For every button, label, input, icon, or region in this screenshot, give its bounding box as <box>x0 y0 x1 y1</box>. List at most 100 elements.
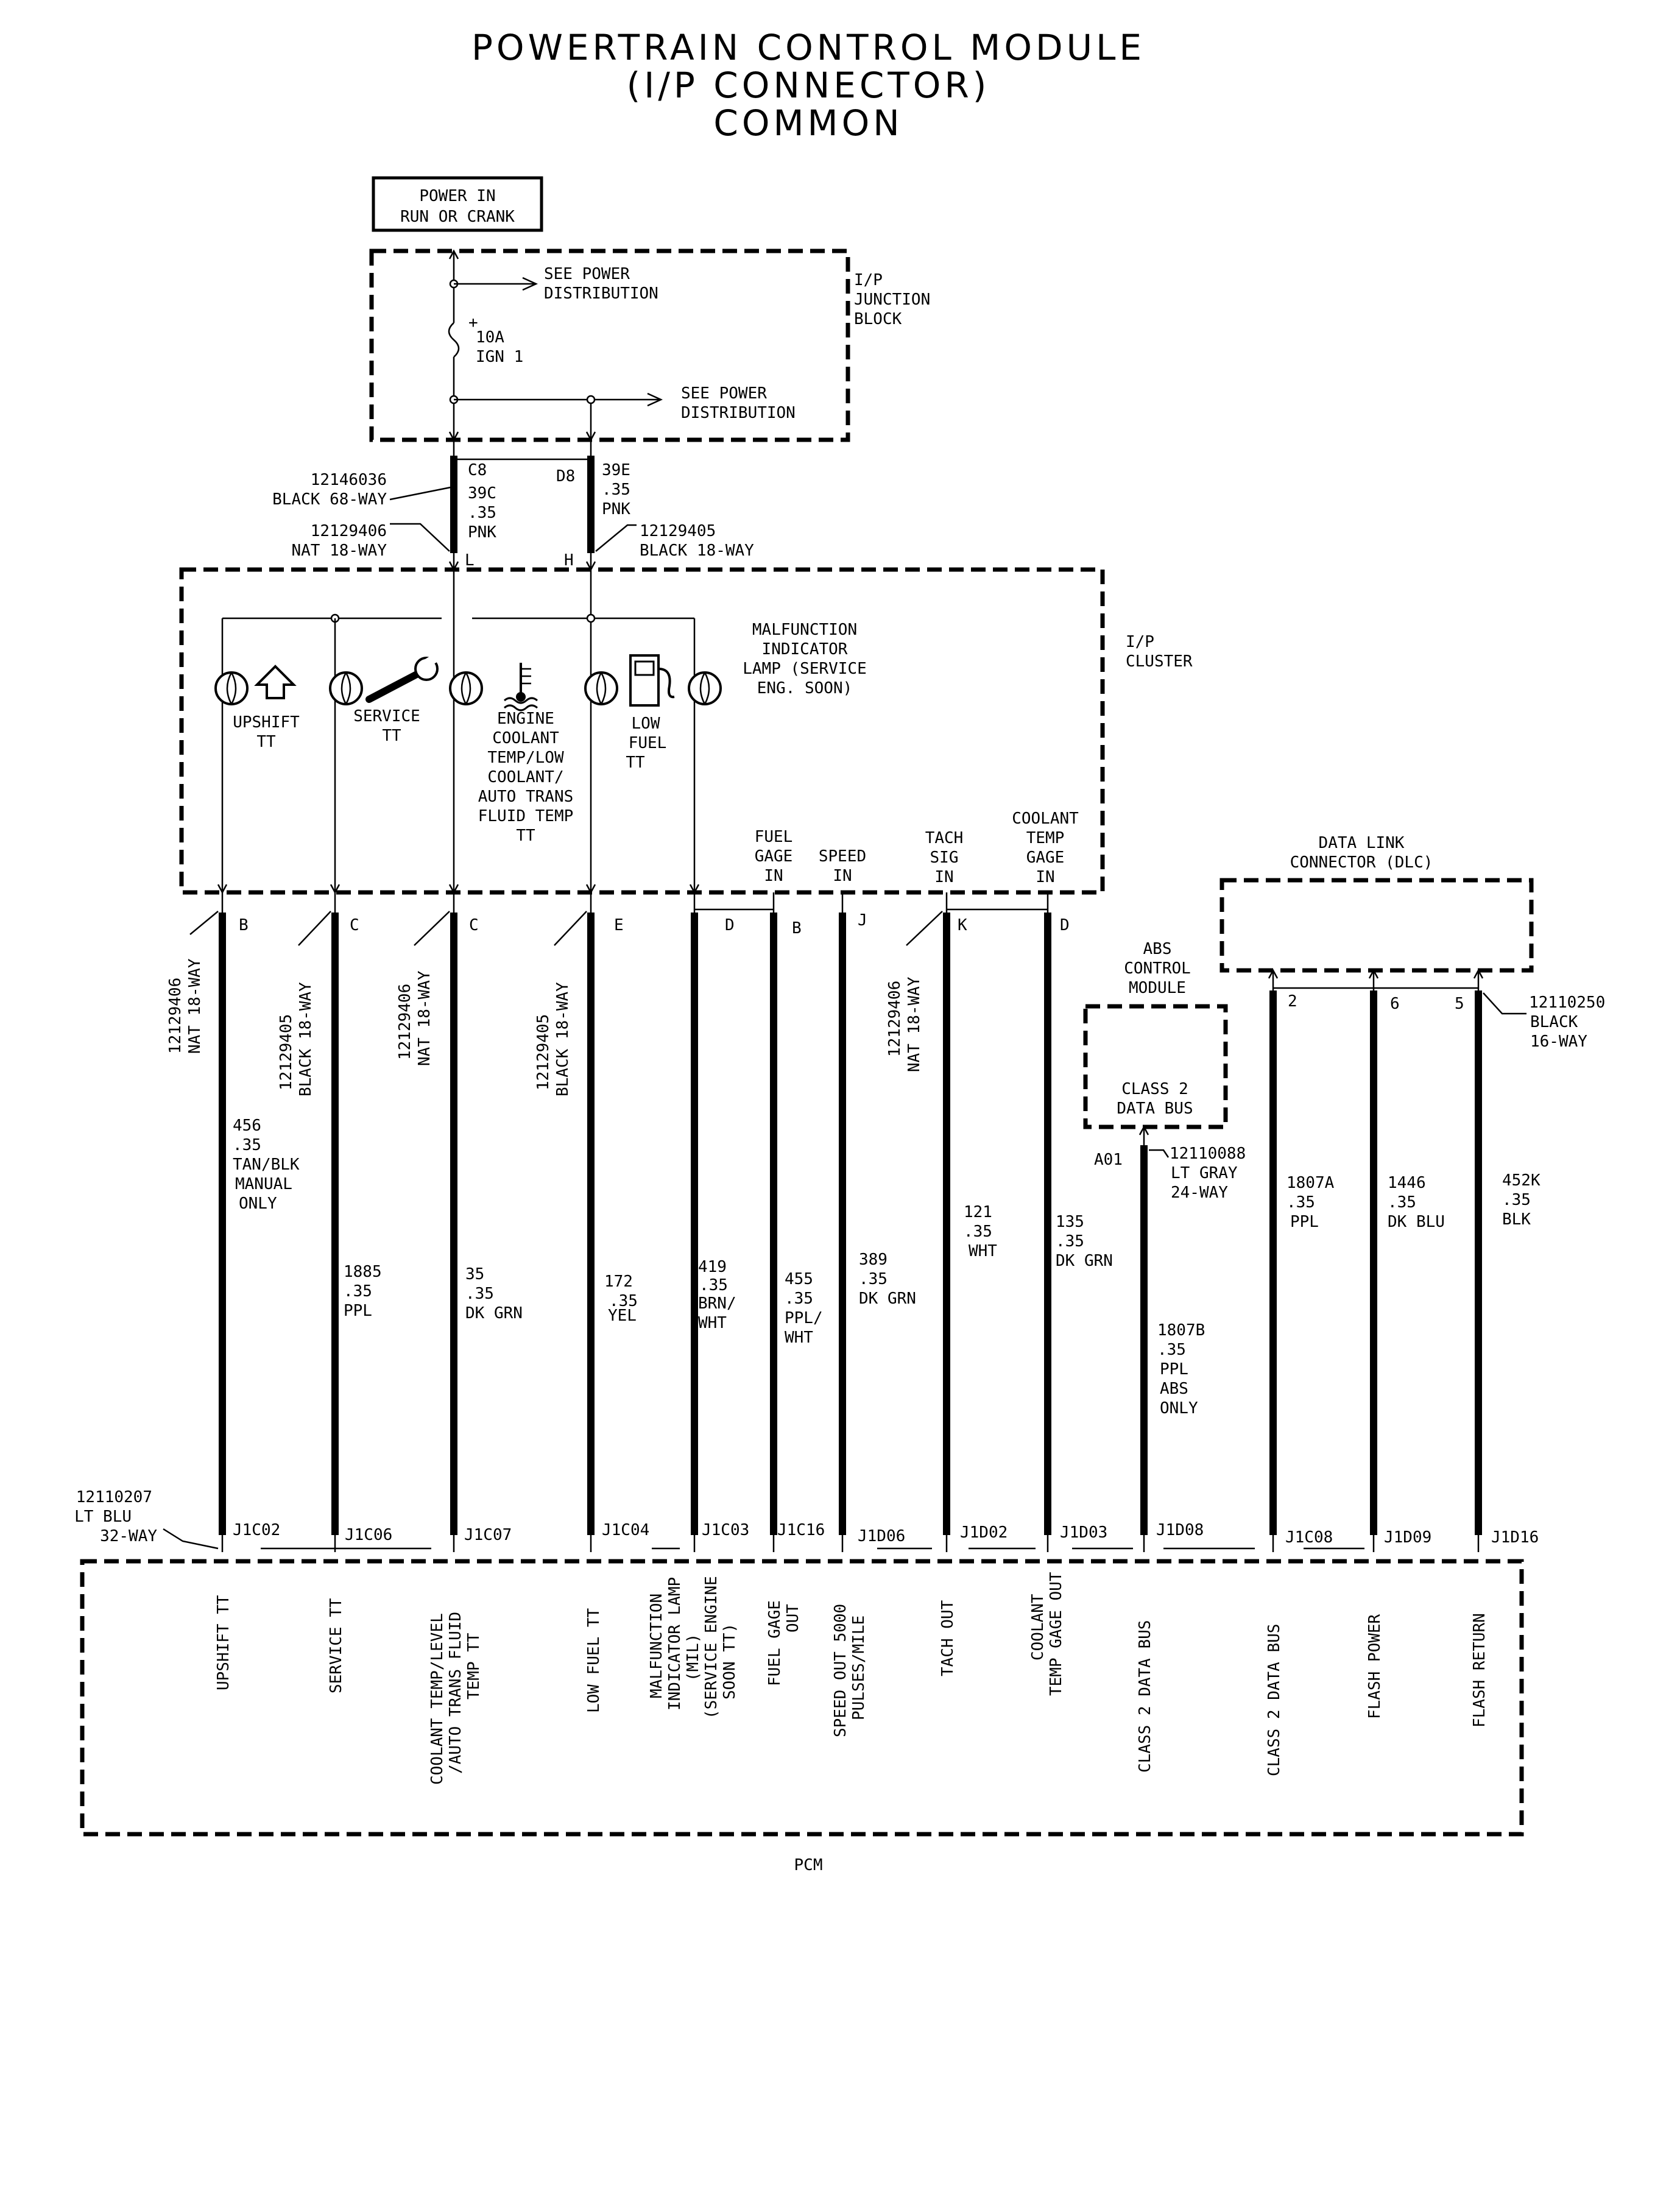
wire-456-line-3: TAN/BLK <box>233 1156 300 1174</box>
coolant-gage-in-3: GAGE <box>1026 849 1065 867</box>
wire-1885-line-2: .35 <box>344 1282 372 1301</box>
wire-455-line-2: .35 <box>785 1290 813 1308</box>
abs-bus-2: DATA BUS <box>1117 1100 1193 1118</box>
pcm-func-low-fuel: LOW FUEL TT <box>585 1608 603 1713</box>
pcm-func-fuel-gage-2: OUT <box>784 1604 802 1633</box>
see-power-1-line-2: DISTRIBUTION <box>544 284 658 303</box>
cluster-label-2: CLUSTER <box>1126 652 1193 671</box>
fuel-gage-in-2: GAGE <box>755 847 793 866</box>
cluster-pin-6: B <box>792 919 802 937</box>
fuel-pump-icon <box>629 654 675 707</box>
cluster-pin-9: D <box>1060 916 1070 934</box>
wire-135-line-3: DK GRN <box>1056 1252 1113 1270</box>
service-tt-label-2: TT <box>382 727 401 745</box>
pcm-pin-j1c03: J1C03 <box>702 1521 749 1539</box>
wire-455-line-1: 455 <box>785 1270 813 1288</box>
coolant-tt-line-2: COOLANT <box>492 729 559 747</box>
mil-lamp-icon <box>688 671 722 705</box>
cluster-conn-2-desc: BLACK 18-WAY <box>297 982 315 1096</box>
dlc-pin-6: 6 <box>1390 995 1400 1013</box>
conn-upper-right2-desc: BLACK 18-WAY <box>640 542 754 560</box>
wire-1807a-line-3: PPL <box>1290 1213 1319 1231</box>
pcm-func-fuel-gage-1: FUEL GAGE <box>766 1600 784 1686</box>
wire-39e-label-3: PNK <box>602 500 630 518</box>
coolant-gage-in-1: COOLANT <box>1012 810 1079 828</box>
pcm-conn-color: LT BLU <box>74 1508 132 1526</box>
pcm-func-coolant-3: TEMP TT <box>465 1633 483 1700</box>
junction-block-outline <box>369 249 850 442</box>
wire-456-label: 456 .35 TAN/BLK MANUAL ONLY <box>233 1117 300 1213</box>
power-in-line-1: POWER IN <box>419 187 495 205</box>
junction-block-label-1: I/P <box>854 271 883 289</box>
pcm-func-class2-2: CLASS 2 DATA BUS <box>1265 1624 1283 1776</box>
fuse-name: IGN 1 <box>476 348 523 366</box>
wire-456-line-2: .35 <box>233 1136 261 1154</box>
abs-bus-1: CLASS 2 <box>1121 1080 1188 1098</box>
wire-456-line-5: ONLY <box>239 1195 277 1213</box>
junction-block-wiring <box>448 249 663 442</box>
coolant-tt-label: ENGINE COOLANT TEMP/LOW COOLANT/ AUTO TR… <box>478 710 574 845</box>
power-in-line-2: RUN OR CRANK <box>400 208 515 226</box>
pcm-pin-j1c07: J1C07 <box>464 1526 512 1544</box>
pcm-pin-j1c06: J1C06 <box>345 1526 392 1544</box>
pcm-pin-j1d02: J1D02 <box>960 1523 1008 1542</box>
title-line-2: (I/P CONNECTOR) <box>627 65 990 106</box>
pcm-func-speed-2: PULSES/MILE <box>850 1615 868 1720</box>
pcm-pins: J1C02 J1C06 J1C07 J1C04 J1C03 J1C16 J1D0… <box>233 1521 1539 1547</box>
pin-c8: C8 <box>468 461 487 479</box>
cluster-pin-5: D <box>725 916 735 934</box>
coolant-gage-in-2: TEMP <box>1026 829 1065 847</box>
abs-conn-part: 12110088 <box>1170 1145 1246 1163</box>
cluster-pin-2: C <box>350 916 359 934</box>
cluster-pins: B C C E D B J K D <box>239 911 1070 937</box>
wire-172-line-3: YEL <box>608 1307 637 1325</box>
wire-1446-line-2: .35 <box>1388 1193 1416 1212</box>
low-fuel-tt-line-2: FUEL <box>629 734 667 752</box>
wire-419-line-4: WHT <box>698 1314 727 1332</box>
wire-1885-label: 1885 .35 PPL <box>344 1263 382 1320</box>
diagram-title: POWERTRAIN CONTROL MODULE (I/P CONNECTOR… <box>471 27 1142 144</box>
power-in-box <box>372 176 543 232</box>
pcm-func-mil-1: MALFUNCTION <box>648 1594 666 1698</box>
wire-35-line-1: 35 <box>465 1265 484 1283</box>
pcm-func-speed-1: SPEED OUT 5000 <box>831 1604 850 1737</box>
wire-456-line-1: 456 <box>233 1117 261 1135</box>
conn-12146036-part: 12146036 <box>311 471 387 489</box>
pcm-func-coolant-gage-1: COOLANT <box>1029 1594 1047 1661</box>
cluster-internal-wiring <box>217 570 700 894</box>
cluster-pin-8: K <box>958 916 967 934</box>
tach-sig-in-1: TACH <box>925 829 964 847</box>
wire-1807b-line-3: PPL <box>1160 1360 1188 1379</box>
wire-172-line-2: .35 <box>609 1292 638 1310</box>
see-power-2-line-1: SEE POWER <box>681 384 767 403</box>
cluster-conn-3-desc: NAT 18-WAY <box>415 970 434 1066</box>
upshift-arrow-icon <box>254 665 297 699</box>
pcm-pin-ticks <box>221 1535 1480 1552</box>
pcm-pin-j1d16: J1D16 <box>1491 1528 1539 1547</box>
conn-upper-right2-part: 12129405 <box>640 522 716 540</box>
wire-1807b-line-2: .35 <box>1157 1341 1186 1359</box>
wire-135-line-2: .35 <box>1056 1232 1084 1251</box>
cluster-to-pcm-wires <box>219 913 1051 1535</box>
conn-upper-left2-part: 12129406 <box>311 522 387 540</box>
junction-block-label-2: JUNCTION <box>854 291 930 309</box>
dlc-outline <box>1219 878 1534 973</box>
wire-1807b-line-5: ONLY <box>1160 1399 1198 1417</box>
conn-upper-left2-desc: NAT 18-WAY <box>291 542 387 560</box>
wire-419-line-1: 419 <box>698 1258 727 1276</box>
cluster-pin-7: J <box>858 911 867 930</box>
pcm-func-mil-2: INDICATOR LAMP <box>666 1577 684 1710</box>
cluster-pin-1: B <box>239 916 249 934</box>
wire-121-line-2: .35 <box>964 1223 992 1241</box>
title-line-3: COMMON <box>713 102 903 144</box>
wire-419-label: 419 .35 BRN/ WHT <box>698 1258 736 1332</box>
pcm-conn-ways: 32-WAY <box>100 1527 157 1545</box>
coolant-lamp-icon <box>449 671 483 705</box>
cluster-conn-4-part: 12129405 <box>534 1014 552 1090</box>
wire-1807b-label: 1807B .35 PPL ABS ONLY <box>1157 1321 1205 1417</box>
wire-1885-line-1: 1885 <box>344 1263 382 1281</box>
wire-39c-label-3: PNK <box>468 523 496 542</box>
wire-35-line-3: DK GRN <box>465 1304 523 1322</box>
wire-35-label: 35 .35 DK GRN <box>465 1265 523 1322</box>
wire-455-line-4: WHT <box>785 1329 813 1347</box>
